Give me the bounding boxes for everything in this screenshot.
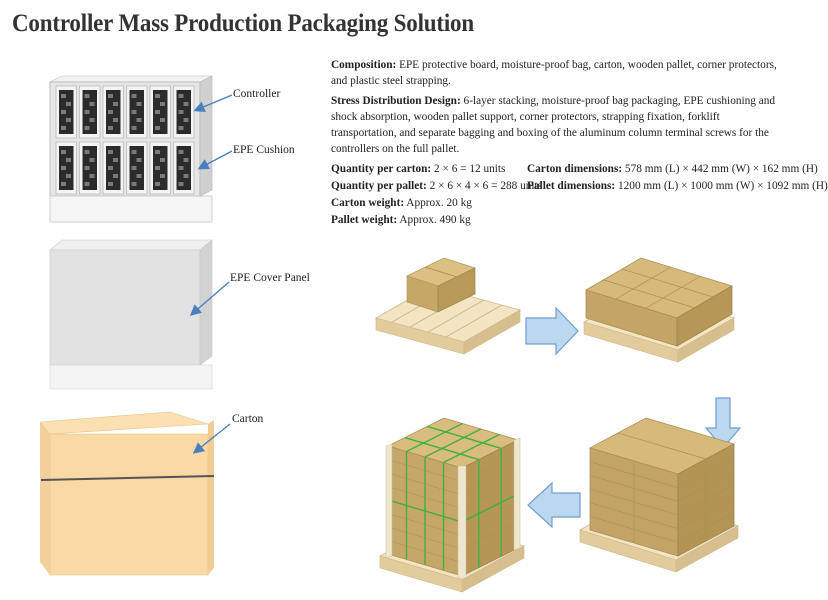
- illustration-canvas: Controller EPE Cushion EPE Cover Panel C…: [39, 75, 742, 593]
- epe-tray-illustration: [49, 75, 213, 223]
- spec-grid: Quantity per carton: 2 × 6 = 12 units Ca…: [331, 161, 828, 228]
- composition-text: EPE protective board, moisture-proof bag…: [331, 59, 777, 87]
- step2-pallet-one-layer: [582, 257, 736, 363]
- spec-panel: Composition: EPE protective board, moist…: [331, 57, 828, 228]
- flow-arrow-left: [527, 481, 581, 529]
- carton-weight: Carton weight: Approx. 20 kg: [331, 197, 472, 209]
- controller-unit: [55, 141, 77, 195]
- label-controller: Controller: [233, 88, 280, 100]
- label-epe-cover: EPE Cover Panel: [230, 272, 310, 284]
- stress-text: 6-layer stacking, moisture-proof bag pac…: [331, 95, 776, 155]
- controller-unit: [79, 141, 101, 195]
- label-epe-cushion: EPE Cushion: [233, 144, 295, 156]
- flow-arrow-down: [704, 397, 742, 449]
- pallet-dimensions: Pallet dimensions: 1200 mm (L) × 1000 mm…: [527, 180, 828, 192]
- composition-label: Composition:: [331, 59, 397, 71]
- flow-arrow-right: [525, 306, 579, 356]
- controller-grid: [55, 85, 195, 195]
- controller-unit: [173, 141, 195, 195]
- qty-carton: Quantity per carton: 2 × 6 = 12 units: [331, 163, 506, 175]
- controller-unit: [126, 141, 148, 195]
- stress-label: Stress Distribution Design:: [331, 95, 461, 107]
- controller-unit: [102, 141, 124, 195]
- controller-unit: [149, 141, 171, 195]
- carton-dimensions: Carton dimensions: 578 mm (L) × 442 mm (…: [527, 163, 818, 175]
- pallet-weight: Pallet weight: Approx. 490 kg: [331, 214, 471, 226]
- step1-pallet-single-carton: [374, 257, 522, 355]
- controller-unit: [126, 85, 148, 139]
- controller-unit: [55, 85, 77, 139]
- composition-paragraph: Composition: EPE protective board, moist…: [331, 57, 783, 89]
- epe-cover-illustration: [49, 239, 213, 390]
- step4-pallet-wrapped-strapped: [378, 417, 526, 593]
- label-carton: Carton: [232, 413, 264, 425]
- carton-illustration: [39, 411, 215, 576]
- controller-unit: [149, 85, 171, 139]
- stress-paragraph: Stress Distribution Design: 6-layer stac…: [331, 93, 783, 157]
- step3-pallet-full-stack: [578, 417, 740, 573]
- controller-unit: [173, 85, 195, 139]
- page-title: Controller Mass Production Packaging Sol…: [12, 10, 474, 37]
- controller-unit: [102, 85, 124, 139]
- qty-pallet: Quantity per pallet: 2 × 6 × 4 × 6 = 288…: [331, 180, 543, 192]
- component-labels: Controller EPE Cushion EPE Cover Panel C…: [189, 88, 310, 454]
- controller-unit: [79, 85, 101, 139]
